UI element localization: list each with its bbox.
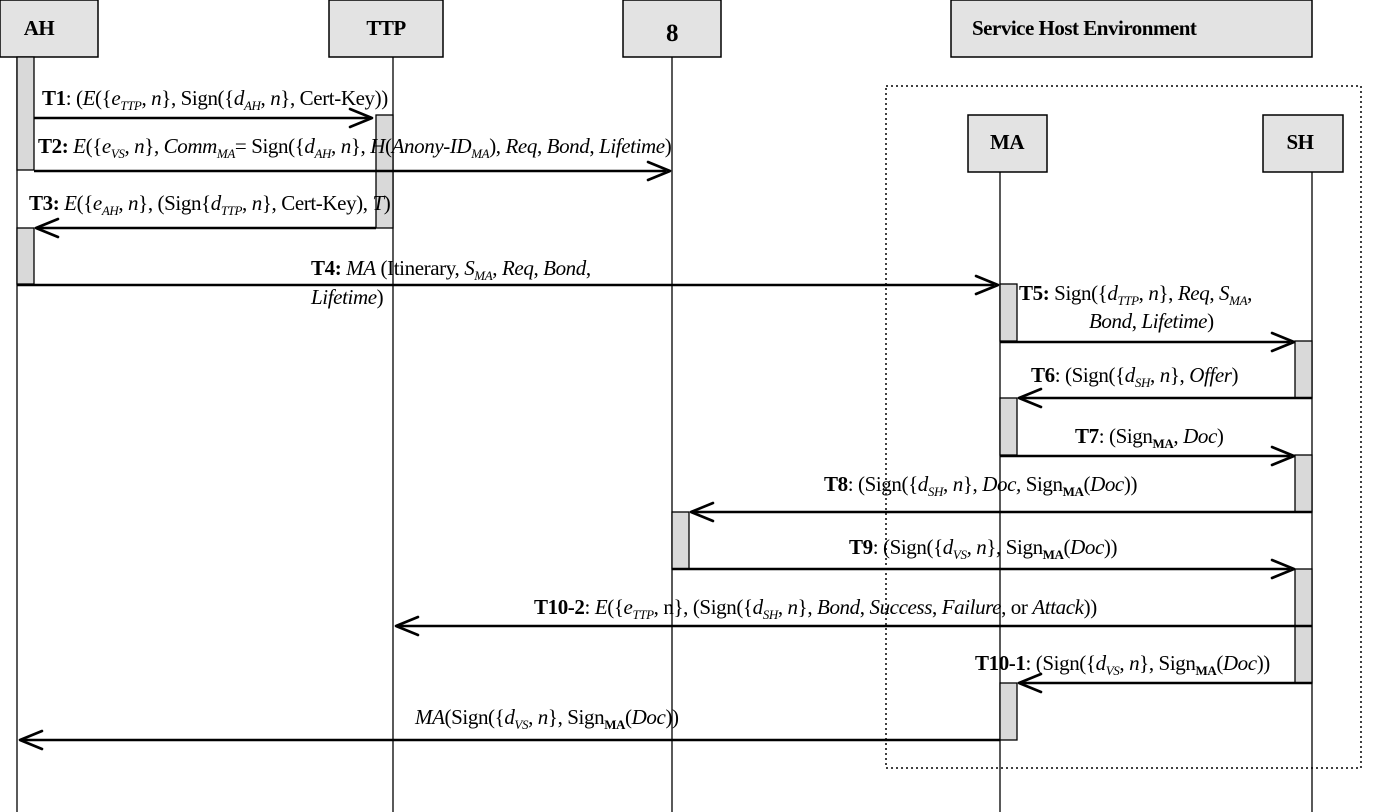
participant-vs-label: 8 bbox=[666, 20, 678, 47]
participant-sh-label: SH bbox=[1286, 130, 1313, 154]
message-t3-label: T3: E({eAH, n}, (Sign{dTTP, n}, Cert-Key… bbox=[29, 191, 391, 218]
arrow-t7 bbox=[1000, 445, 1296, 467]
arrow-t2 bbox=[34, 160, 672, 182]
arrow-t9 bbox=[672, 558, 1296, 580]
participant-service-host-environment: Service Host Environment bbox=[950, 0, 1313, 58]
message-t7-label: T7: (SignMA, Doc) bbox=[1075, 424, 1224, 451]
ah-activation-bar bbox=[16, 56, 35, 171]
arrow-t8 bbox=[689, 501, 1312, 523]
participant-ah-label: AH bbox=[24, 16, 55, 40]
message-t5-label-continued: Bond, Lifetime) bbox=[1089, 309, 1214, 333]
ma-activation-bar bbox=[999, 283, 1018, 342]
message-t2-label: T2: E({eVS, n}, CommMA= Sign({dAH, n}, H… bbox=[38, 134, 672, 161]
service-host-environment-boundary bbox=[885, 85, 1362, 769]
message-t5-label: T5: Sign({dTTP, n}, Req, SMA, bbox=[1019, 281, 1252, 308]
message-final-label: MA(Sign({dVS, n}, SignMA(Doc)) bbox=[414, 705, 679, 732]
participant-ttp: TTP bbox=[328, 0, 444, 58]
participant-ah: AH bbox=[0, 0, 99, 58]
message-t10-1-label: T10-1: (Sign({dVS, n}, SignMA(Doc)) bbox=[975, 651, 1270, 678]
message-t8-label: T8: (Sign({dSH, n}, Doc, SignMA(Doc)) bbox=[824, 472, 1137, 499]
participant-sh: SH bbox=[1262, 114, 1344, 173]
message-t4-label: T4: MA (Itinerary, SMA, Req, Bond, bbox=[311, 256, 591, 283]
arrow-final bbox=[18, 729, 1000, 751]
arrow-t5 bbox=[1000, 331, 1296, 353]
arrow-t4 bbox=[17, 274, 1000, 296]
arrow-t10-1 bbox=[1017, 672, 1312, 694]
arrow-t3 bbox=[34, 217, 376, 239]
arrow-t1 bbox=[34, 107, 374, 129]
vs-activation-bar bbox=[671, 511, 690, 570]
participant-ma-label: MA bbox=[990, 130, 1025, 154]
sh-activation-bar bbox=[1294, 454, 1313, 513]
ma-activation-bar bbox=[999, 682, 1018, 741]
participant-ma: MA bbox=[967, 114, 1048, 173]
sh-activation-bar bbox=[1294, 340, 1313, 399]
ma-activation-bar bbox=[999, 397, 1018, 456]
participant-service-host-environment-label: Service Host Environment bbox=[972, 16, 1197, 40]
ah-activation-bar bbox=[16, 227, 35, 285]
message-t9-label: T9: (Sign({dVS, n}, SignMA(Doc)) bbox=[849, 535, 1118, 562]
message-t6-label: T6: (Sign({dSH, n}, Offer) bbox=[1031, 363, 1239, 390]
message-t10-2-label: T10-2: E({eTTP, n}, (Sign({dSH, n}, Bond… bbox=[534, 595, 1097, 622]
arrow-t10-2 bbox=[394, 615, 1312, 637]
message-t4-label-continued: Lifetime) bbox=[310, 285, 384, 309]
message-t1-label: T1: (E({eTTP, n}, Sign({dAH, n}, Cert-Ke… bbox=[42, 86, 388, 113]
participant-ttp-label: TTP bbox=[366, 16, 406, 40]
arrow-t6 bbox=[1017, 387, 1312, 409]
participant-vs: 8 bbox=[622, 0, 722, 58]
